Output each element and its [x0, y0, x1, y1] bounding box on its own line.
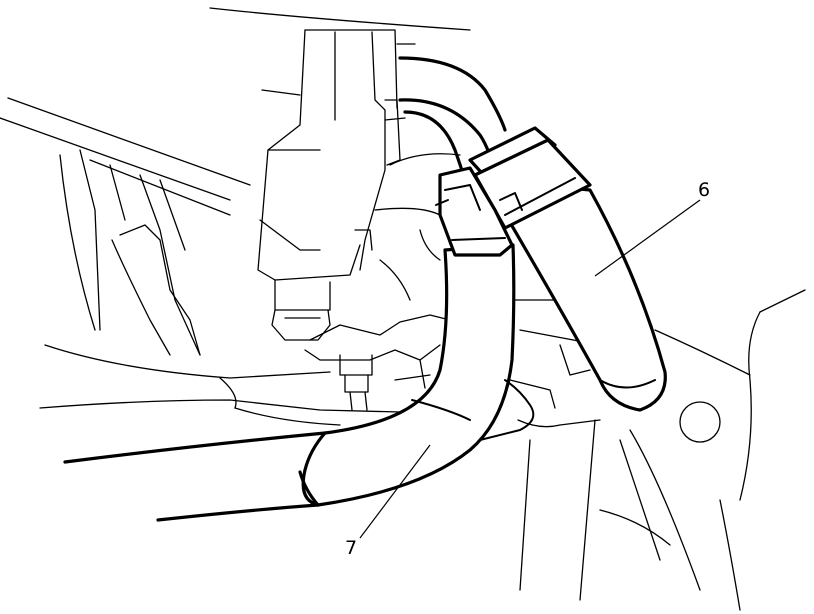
leader-line-6: [594, 199, 701, 277]
leader-line-7: [359, 444, 431, 539]
vehicle-structure: [0, 7, 471, 426]
valve-housing: [257, 29, 461, 301]
callout-label-6: 6: [698, 179, 710, 201]
lower-frame: [517, 289, 806, 611]
frame-hole: [679, 401, 721, 443]
callout-6: 6: [594, 179, 710, 277]
callout-7: 7: [345, 444, 431, 559]
hose-clamp-lower: [435, 166, 514, 257]
hose-7: [63, 243, 535, 522]
hose-6: [483, 178, 667, 412]
mounting-bolt: [271, 279, 331, 341]
callout-label-7: 7: [345, 537, 357, 559]
